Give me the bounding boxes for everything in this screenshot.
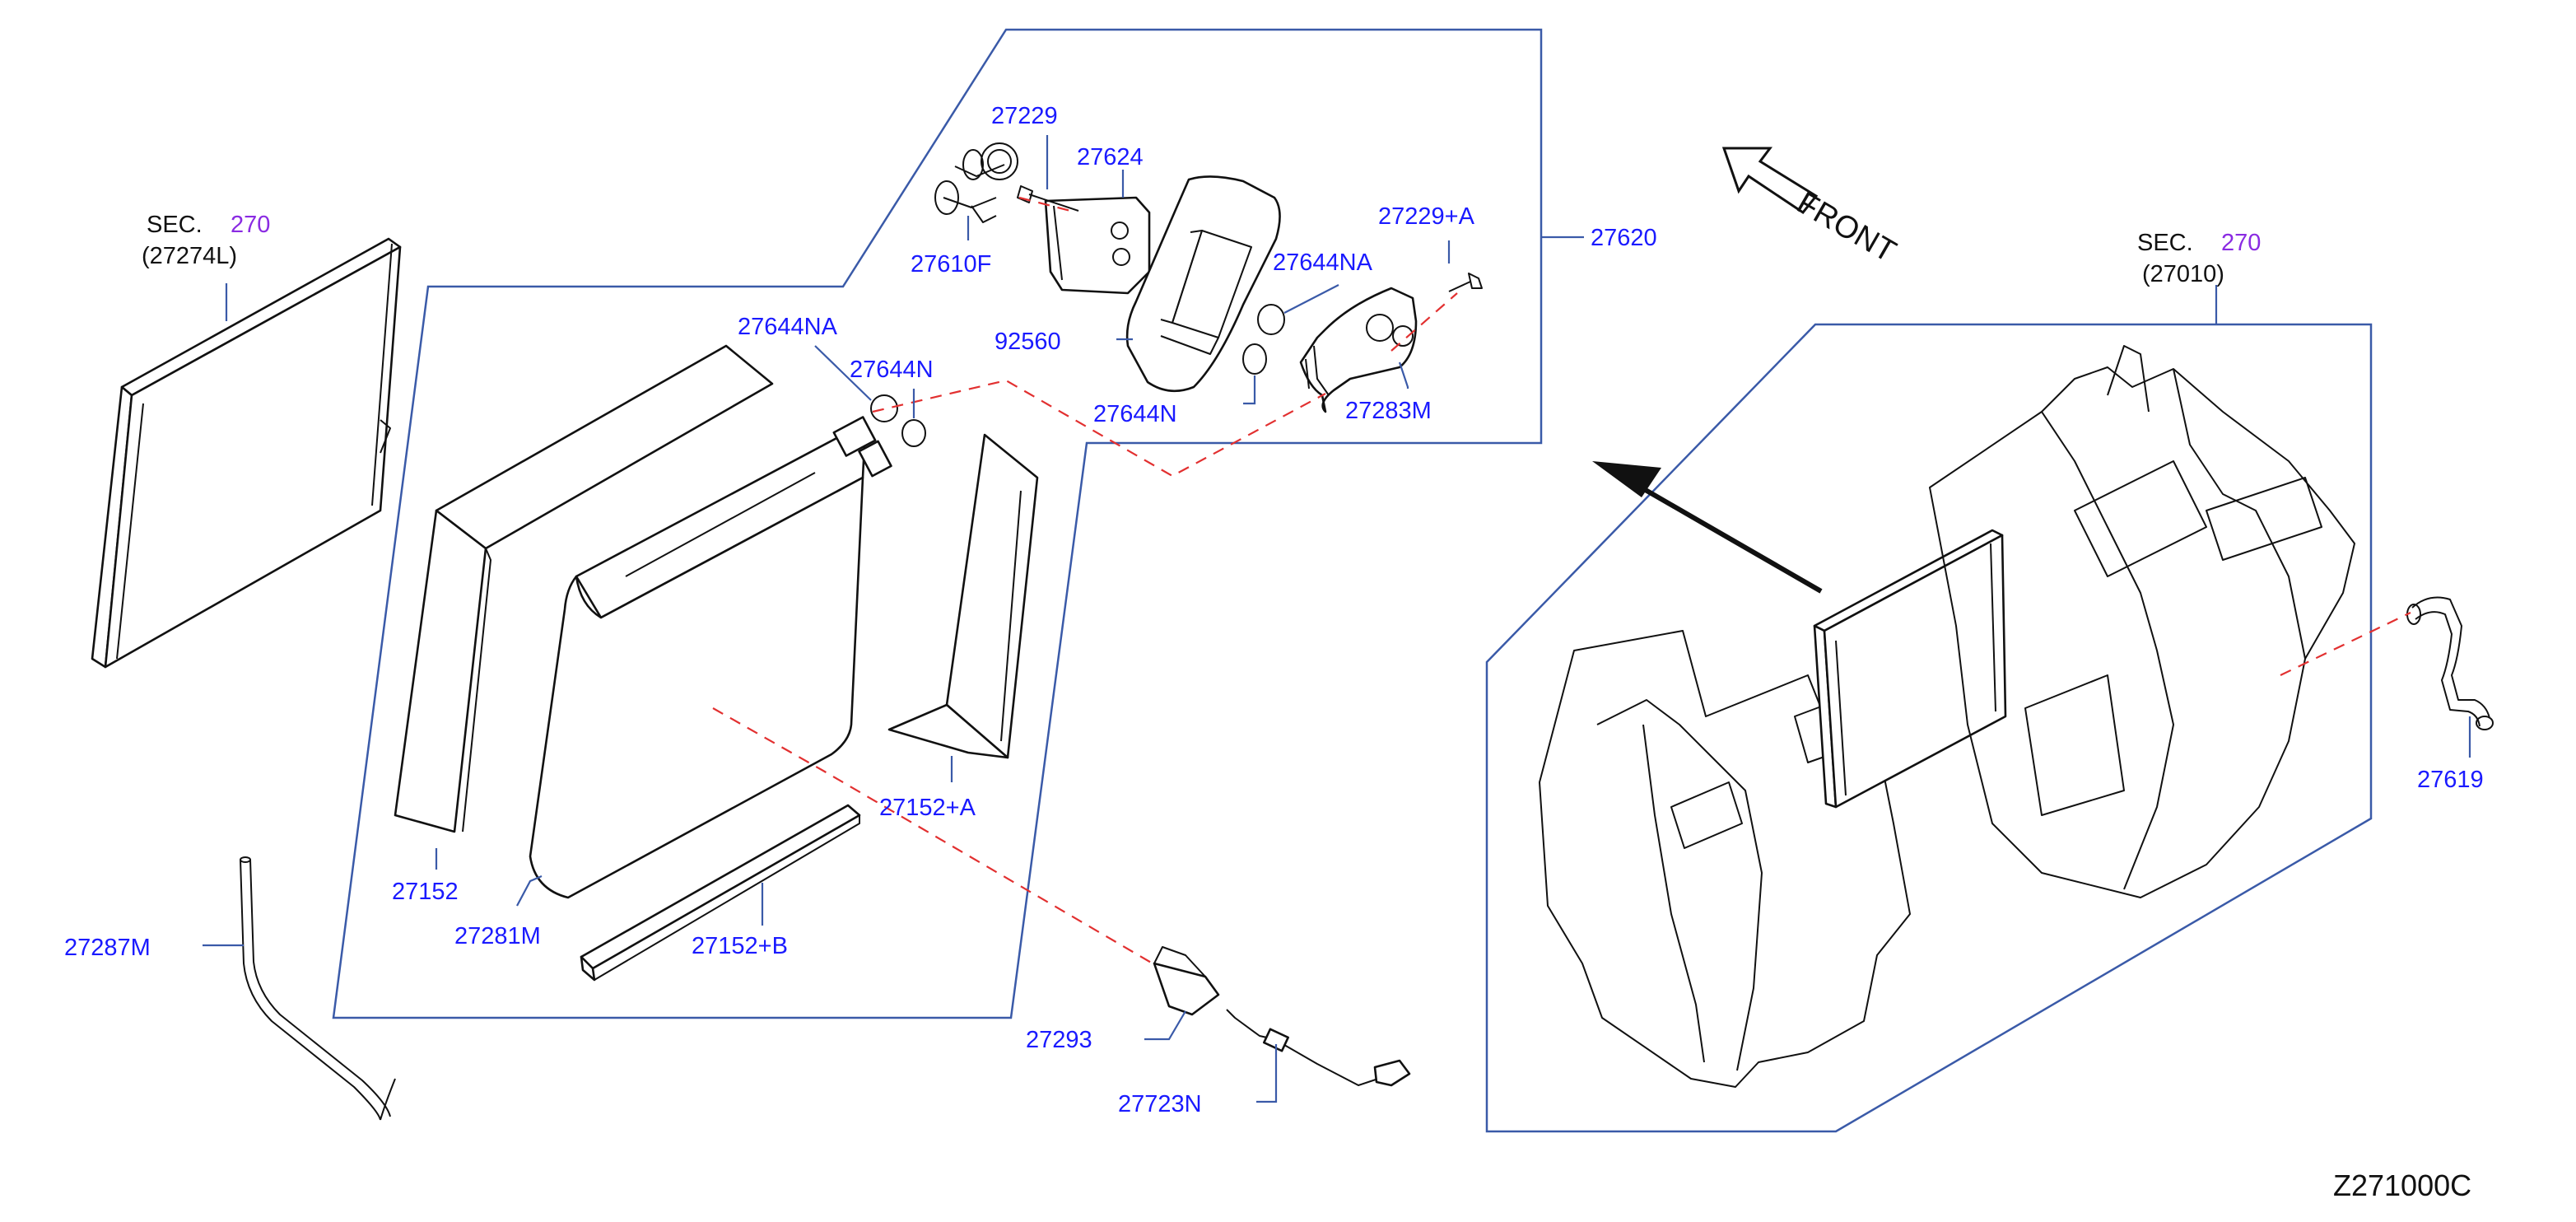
heater-hose-part: [2406, 596, 2494, 730]
dash-pipe-to-bolt: [1390, 292, 1458, 352]
o-ring-27644na-top-part: [1257, 304, 1285, 335]
leader-27644N-top: [1243, 375, 1256, 405]
sec-right-ref: (27010): [2142, 261, 2224, 287]
o-ring-27644na-left-part: [870, 394, 898, 422]
leader-27644NA-top: [1283, 284, 1339, 314]
label-27287M: 27287M: [64, 935, 151, 961]
seal-27152b-part: [580, 804, 861, 982]
front-label: FRONT: [1791, 185, 1902, 269]
label-27152B: 27152+B: [692, 933, 788, 959]
label-27229A: 27229+A: [1378, 203, 1475, 230]
bolt-27229a-part: [1448, 273, 1483, 292]
label-27644N-left: 27644N: [850, 357, 934, 383]
dash-core-to-pipe: [872, 379, 1326, 478]
insulator-92560-part: [1125, 175, 1281, 393]
label-92560: 92560: [995, 329, 1061, 355]
sec-right-prefix: SEC.: [2137, 230, 2193, 256]
thermo-sensor-part: [1153, 946, 1220, 1016]
label-27723N: 27723N: [1118, 1091, 1202, 1117]
label-27152: 27152: [392, 879, 459, 905]
label-27610F: 27610F: [911, 251, 991, 278]
evaporator-core-part: [529, 416, 892, 899]
dash-valve-bolt: [1018, 196, 1071, 212]
leader-27283M: [1398, 361, 1409, 389]
bracket-part: [1044, 196, 1151, 295]
expansion-valve-bolts-part: [934, 149, 1079, 223]
heater-unit-part: [1539, 345, 2355, 1088]
label-27281M: 27281M: [454, 923, 541, 949]
air-filter-part: [91, 237, 402, 669]
sec-left-prefix: SEC.: [147, 212, 203, 238]
installation-arrow-icon: [1592, 461, 1823, 594]
label-27620: 27620: [1591, 225, 1657, 251]
dash-unit-to-hose: [2280, 612, 2411, 676]
sec-left-number: 270: [231, 212, 270, 238]
label-27229: 27229: [991, 103, 1058, 129]
leader-27281M: [516, 875, 543, 907]
dash-core-to-sensor: [712, 707, 1153, 964]
sec-left-ref: (27274L): [142, 243, 237, 269]
o-ring-27644n-left-part: [901, 419, 926, 447]
o-ring-27644n-top-part: [1242, 343, 1267, 375]
label-27644N-top: 27644N: [1093, 401, 1177, 427]
label-27152A: 27152+A: [879, 795, 976, 821]
front-arrow-icon: [1721, 147, 1819, 215]
drain-hose-part: [240, 856, 396, 1121]
evaporator-group-frame: [332, 28, 1543, 1019]
grommet-part: [981, 142, 1018, 180]
heater-unit-frame: [1485, 323, 2373, 1133]
label-27293: 27293: [1026, 1027, 1092, 1053]
label-27619: 27619: [2417, 767, 2484, 793]
label-27644NA-top: 27644NA: [1273, 250, 1373, 276]
sec-right-number: 270: [2221, 230, 2261, 256]
seal-27152a-part: [887, 433, 1039, 759]
seal-27152-part: [394, 344, 774, 833]
harness-part: [1226, 1009, 1411, 1087]
leader-27723N: [1256, 1044, 1278, 1103]
leader-27644NA-left: [814, 345, 872, 401]
label-27283M: 27283M: [1345, 398, 1432, 424]
low-pressure-pipe-part: [1299, 287, 1418, 413]
label-27624: 27624: [1077, 144, 1144, 170]
leader-27293: [1144, 1010, 1186, 1041]
diagram-code: Z271000C: [2333, 1168, 2471, 1202]
label-27644NA-left: 27644NA: [738, 314, 838, 340]
